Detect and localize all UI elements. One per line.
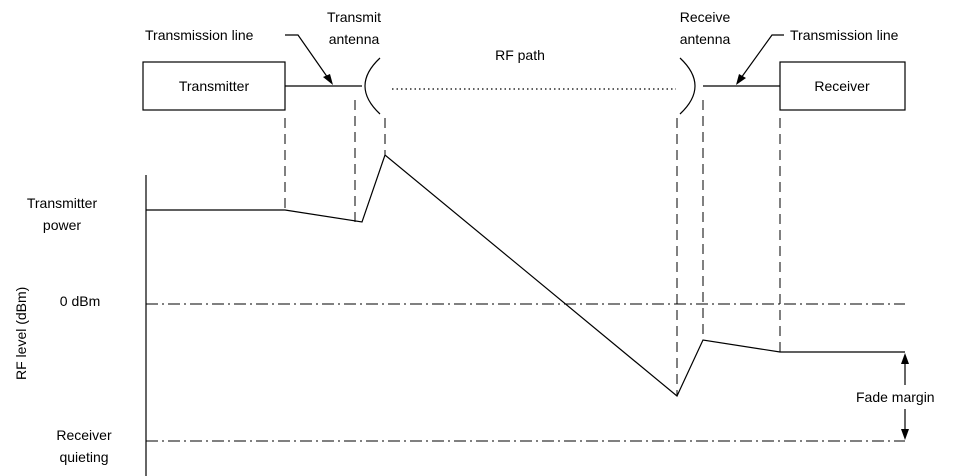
transmitter-power-label-1: Transmitter	[27, 195, 98, 211]
receive-antenna-label-2: antenna	[680, 31, 731, 47]
transmission-line-left-leader	[285, 34, 333, 85]
transmission-line-left-label: Transmission line	[145, 27, 254, 43]
receiver-quieting-label-1: Receiver	[56, 427, 112, 443]
fade-margin-label-bg	[850, 385, 950, 409]
transmitter-power-label-2: power	[43, 217, 81, 233]
transmission-line-right-label: Transmission line	[790, 27, 899, 43]
rf-level-profile	[146, 153, 905, 397]
transmitter-block: Transmitter	[142, 61, 286, 111]
zero-dbm-label: 0 dBm	[60, 293, 100, 309]
transmission-line-right-leader	[736, 34, 784, 85]
transmit-antenna-label-1: Transmit	[327, 9, 381, 25]
receive-antenna-label-1: Receive	[680, 9, 731, 25]
receiver-label: Receiver	[814, 78, 870, 94]
leader-arrowhead-left	[323, 74, 333, 85]
fade-margin-label: Fade margin	[856, 389, 935, 405]
y-axis-label: RF level (dBm)	[13, 287, 29, 380]
receiver-quieting-label-2: quieting	[59, 449, 108, 465]
leader-arrowhead-right	[736, 74, 746, 85]
receiver-block: Receiver	[779, 61, 906, 111]
transmitter-label: Transmitter	[179, 78, 250, 94]
transmit-antenna-label-2: antenna	[329, 31, 380, 47]
transmit-antenna-shape	[364, 57, 381, 115]
fade-margin-arrow-down	[901, 429, 909, 440]
receive-antenna-shape	[679, 57, 696, 115]
fade-margin-arrow-up	[901, 353, 909, 364]
rf-path-label: RF path	[495, 47, 545, 63]
